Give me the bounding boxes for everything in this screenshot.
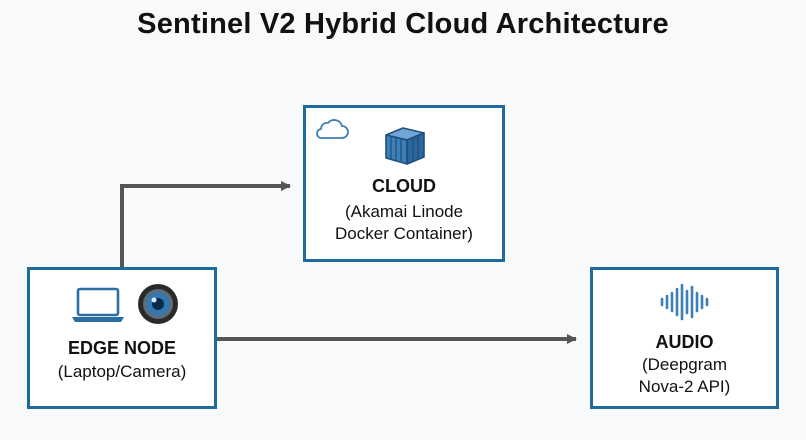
audio-node-subtitle-line2: Nova-2 API) bbox=[638, 377, 731, 396]
arrow-edge-to-cloud bbox=[120, 181, 291, 267]
audio-node: AUDIO (Deepgram Nova-2 API) bbox=[590, 267, 779, 409]
edge-node-subtitle-line1: (Laptop/Camera) bbox=[57, 362, 187, 381]
audio-node-subtitle: (Deepgram Nova-2 API) bbox=[593, 354, 776, 398]
edge-node: EDGE NODE (Laptop/Camera) bbox=[27, 267, 217, 409]
audio-node-title: AUDIO bbox=[655, 332, 714, 352]
cloud-node-subtitle-line1: (Akamai Linode bbox=[344, 202, 464, 221]
cloud-node-subtitle: (Akamai Linode Docker Container) bbox=[306, 201, 502, 245]
container-icon bbox=[385, 127, 425, 165]
cloud-icon bbox=[316, 119, 349, 139]
diagram-title: Sentinel V2 Hybrid Cloud Architecture bbox=[137, 8, 669, 40]
audio-wave-icon bbox=[660, 283, 709, 321]
edge-node-title: EDGE NODE bbox=[67, 338, 177, 358]
laptop-icon bbox=[72, 287, 124, 322]
camera-icon bbox=[138, 284, 178, 324]
cloud-node-subtitle-line2: Docker Container) bbox=[335, 224, 473, 243]
audio-node-subtitle-line1: (Deepgram bbox=[641, 355, 728, 374]
cloud-node: CLOUD (Akamai Linode Docker Container) bbox=[303, 105, 505, 262]
cloud-node-title: CLOUD bbox=[372, 176, 436, 196]
edge-node-subtitle: (Laptop/Camera) bbox=[30, 361, 214, 383]
